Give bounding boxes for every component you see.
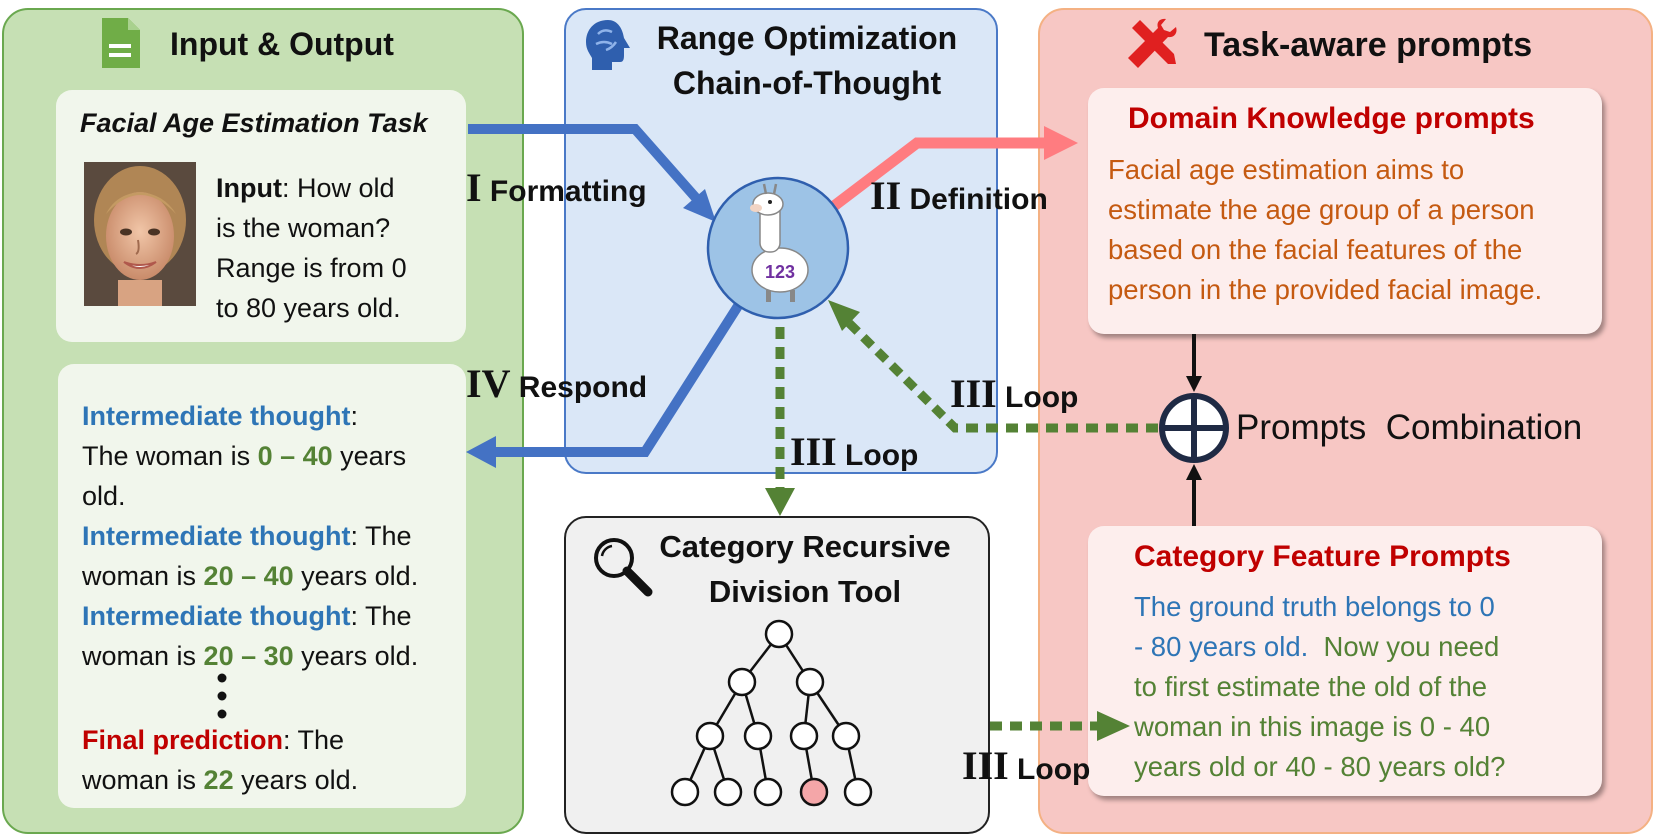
face-photo <box>84 162 196 306</box>
task-title: Facial Age Estimation Task <box>80 108 428 138</box>
ellipsis-dots <box>217 673 227 719</box>
range-cot-title: Range Optimization Chain-of-Thought <box>656 20 958 101</box>
reasoning-card <box>58 364 466 808</box>
input-output-title: Input & Output <box>170 26 394 62</box>
final-prediction-text: Final prediction: The woman is 22 years … <box>82 725 359 795</box>
respond-label: IV Respond <box>466 361 648 406</box>
tree-node <box>670 777 700 807</box>
domain-to-combination-arrowhead <box>1186 376 1202 392</box>
thought-label: Intermediate thought <box>82 601 351 631</box>
category-to-combination-arrowhead <box>1186 464 1202 480</box>
loop-back-dash <box>844 318 1158 433</box>
input-text: Input: How old is the woman? Range is fr… <box>216 173 407 323</box>
combination-label: Prompts Combination <box>1236 408 1583 447</box>
magnifier-icon <box>594 538 653 597</box>
thought-label: Intermediate thought <box>82 521 351 551</box>
highlighted-tree-node <box>799 777 829 807</box>
reasoning-text: Intermediate thought: The woman is 0 – 4… <box>82 401 419 671</box>
tree-node <box>727 667 757 697</box>
tree-node <box>764 619 794 649</box>
task-prompts-title: Task-aware prompts <box>1204 26 1533 64</box>
domain-knowledge-card <box>1088 88 1602 334</box>
tree-node <box>713 777 743 807</box>
loop-label-tool: III Loop <box>790 429 919 474</box>
definition-arrowhead <box>1044 126 1078 160</box>
domain-text: Facial age estimation aims to estimate t… <box>1108 154 1543 305</box>
tree-node <box>743 721 773 751</box>
respond-arrowhead <box>466 436 496 468</box>
final-label: Final prediction <box>82 725 284 755</box>
model-badge: 123 <box>765 262 795 282</box>
tree-node <box>789 721 819 751</box>
loop-back-arrowhead <box>828 300 860 331</box>
category-feature-card <box>1088 526 1602 796</box>
domain-title: Domain Knowledge prompts <box>1128 102 1535 135</box>
thought-label: Intermediate thought <box>82 401 351 431</box>
llama-icon: 123 <box>750 183 809 302</box>
category-text: The ground truth belongs to 0 - 80 years… <box>1134 591 1506 782</box>
definition-arrow <box>830 137 1045 211</box>
input-label: Input <box>216 173 282 203</box>
loop-label-category: III Loop <box>962 743 1091 788</box>
brain-head-icon <box>586 20 630 70</box>
formatting-arrowhead <box>683 189 716 222</box>
loop-right-arrowhead <box>1097 711 1130 741</box>
loop-label-combination: III Loop <box>950 371 1079 416</box>
tree-node <box>753 777 783 807</box>
tree-node <box>795 667 825 697</box>
loop-down-arrowhead <box>765 488 795 516</box>
tree-node <box>831 721 861 751</box>
division-tree <box>670 619 873 807</box>
formatting-arrow <box>468 124 700 202</box>
document-icon <box>102 18 140 68</box>
category-title: Category Feature Prompts <box>1134 540 1511 573</box>
tree-node <box>843 777 873 807</box>
formatting-label: I Formatting <box>466 165 647 210</box>
respond-arrow <box>492 303 743 457</box>
tool-title: Category Recursive Division Tool <box>659 529 951 609</box>
tree-node <box>695 721 725 751</box>
tools-icon <box>1128 18 1177 68</box>
combination-plus-icon <box>1159 393 1229 463</box>
definition-label: II Definition <box>870 173 1048 218</box>
